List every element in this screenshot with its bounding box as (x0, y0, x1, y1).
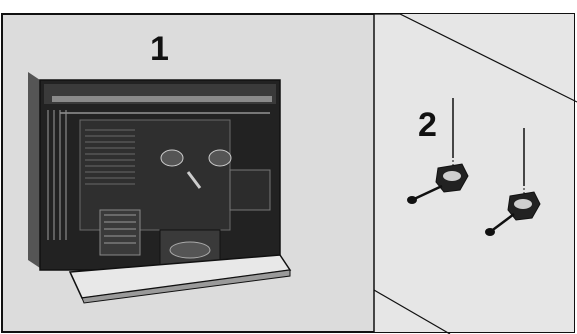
step-1-label: 1 (150, 32, 169, 66)
tv-back-icon (28, 72, 290, 303)
step-2-label: 2 (418, 108, 437, 142)
wall-panel (374, 14, 574, 332)
